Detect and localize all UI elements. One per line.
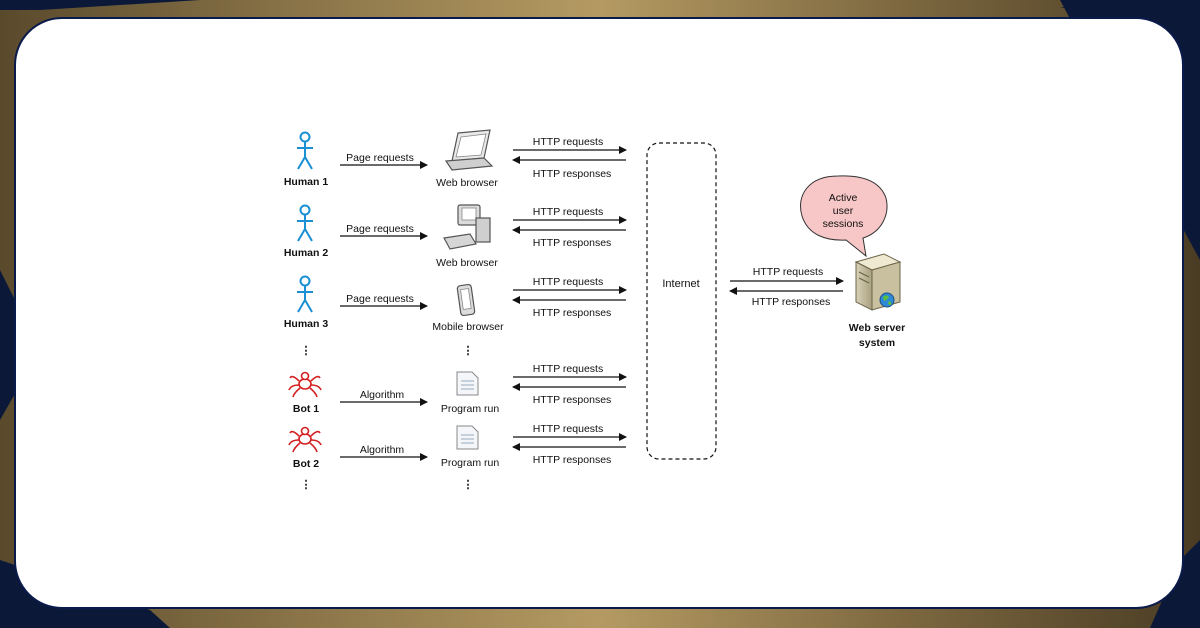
person-icon [297, 204, 313, 242]
http-request-label: HTTP requests [533, 206, 603, 218]
client-label: Human 1 [284, 176, 329, 188]
action-label: Page requests [346, 152, 414, 164]
action-label: Algorithm [360, 389, 405, 401]
http-request-label: HTTP requests [533, 363, 603, 375]
http-response-label: HTTP responses [533, 454, 612, 466]
bot-spider-icon [288, 426, 322, 453]
document-icon [456, 425, 479, 450]
internet-label: Internet [662, 278, 699, 290]
client-label: Human 2 [284, 247, 329, 259]
more-devices-ellipsis: ⋮ [463, 345, 474, 357]
more-clients-ellipsis: ⋮ [301, 345, 312, 357]
device-label: Program run [441, 457, 500, 469]
content-card [14, 17, 1184, 609]
mobile-phone-icon [456, 283, 476, 317]
active-sessions-bubble: Active user sessions [800, 175, 888, 258]
client-row-bot-2: Bot 2 Algorithm Program run HTTP request… [288, 423, 627, 470]
internet-boundary [646, 142, 717, 460]
client-label: Bot 2 [293, 458, 319, 470]
client-row-bot-1: Bot 1 Algorithm Program run HTTP request… [288, 363, 627, 415]
desktop-computer-icon [443, 204, 491, 250]
http-response-label: HTTP responses [533, 307, 612, 319]
server-connection: HTTP requests HTTP responses [729, 266, 844, 308]
person-icon [297, 275, 313, 313]
device-label: Web browser [436, 177, 498, 189]
document-icon [456, 371, 479, 396]
http-request-label: HTTP requests [533, 136, 603, 148]
device-label: Program run [441, 403, 500, 415]
more-clients-ellipsis: ⋮ [301, 479, 312, 491]
bubble-line-3: sessions [823, 218, 864, 230]
server-label-line-2: system [859, 337, 895, 349]
client-label: Bot 1 [293, 403, 319, 415]
bubble-line-1: Active [829, 192, 858, 204]
http-response-label: HTTP responses [752, 296, 831, 308]
action-label: Page requests [346, 293, 414, 305]
http-response-label: HTTP responses [533, 237, 612, 249]
client-row-human-3: Human 3 Page requests Mobile browser HTT… [284, 275, 627, 333]
client-row-human-2: Human 2 Page requests Web browser HTTP r… [284, 204, 627, 269]
more-devices-ellipsis: ⋮ [463, 479, 474, 491]
http-response-label: HTTP responses [533, 394, 612, 406]
bubble-line-2: user [833, 205, 854, 217]
device-label: Mobile browser [432, 321, 504, 333]
http-response-label: HTTP responses [533, 168, 612, 180]
server-icon [854, 253, 902, 311]
device-label: Web browser [436, 257, 498, 269]
http-request-label: HTTP requests [533, 423, 603, 435]
server-label-line-1: Web server [849, 322, 905, 334]
http-request-label: HTTP requests [753, 266, 823, 278]
client-row-human-1: Human 1 Page requests Web browser HTTP r… [284, 129, 627, 189]
action-label: Algorithm [360, 444, 405, 456]
person-icon [297, 131, 313, 170]
bot-spider-icon [288, 371, 322, 398]
action-label: Page requests [346, 223, 414, 235]
client-label: Human 3 [284, 318, 329, 330]
http-request-label: HTTP requests [533, 276, 603, 288]
laptop-icon [444, 129, 494, 171]
